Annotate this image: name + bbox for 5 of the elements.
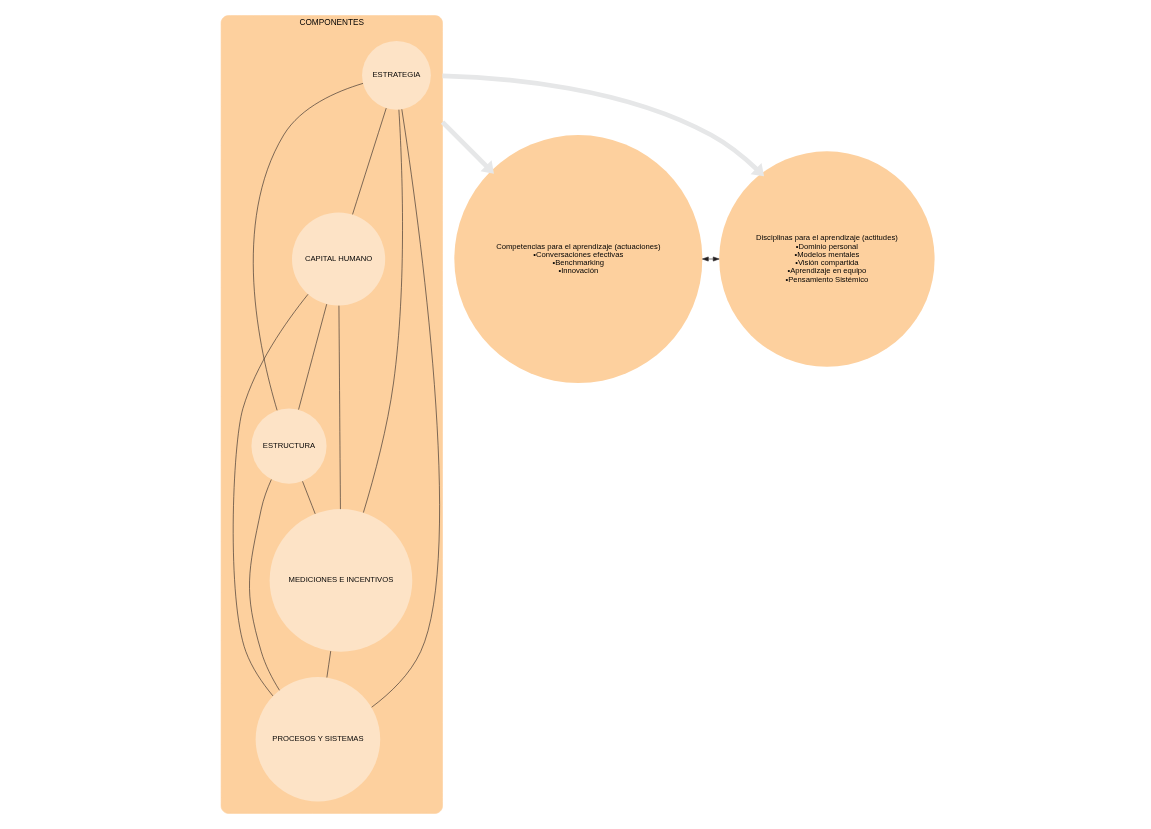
arrow — [442, 73, 765, 177]
connector — [232, 294, 309, 697]
arrow — [702, 256, 720, 262]
arrow — [440, 120, 494, 174]
connector — [253, 83, 364, 411]
